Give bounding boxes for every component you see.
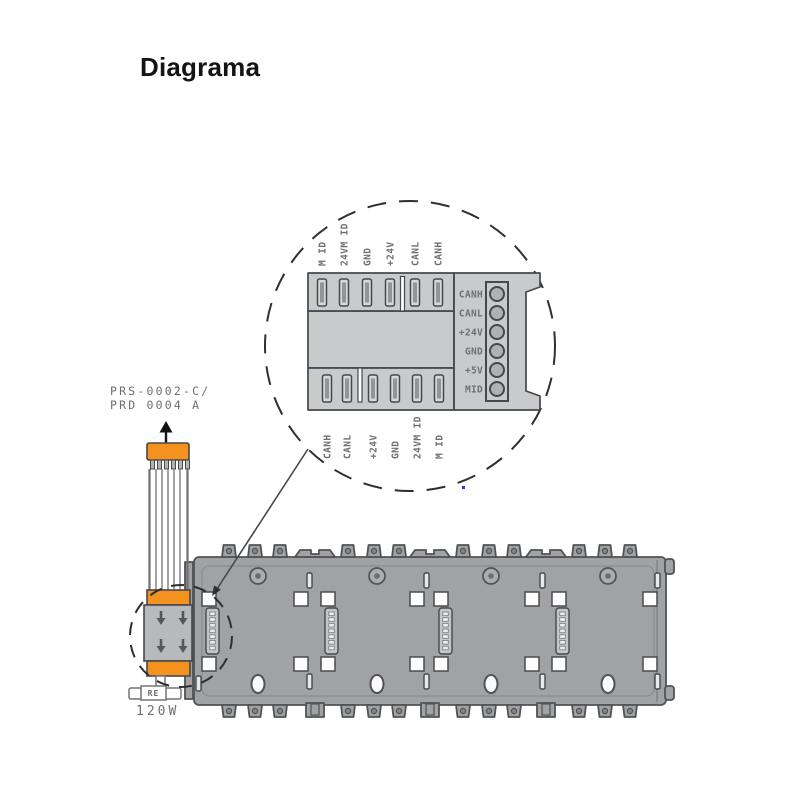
callout-arrowhead-icon [212, 585, 221, 596]
rail-top-teeth [221, 544, 638, 558]
keying-notch-top [399, 275, 406, 312]
cable-top-pins [150, 459, 190, 470]
pin-label: M ID [318, 242, 329, 266]
pin-label: 24VM ID [413, 416, 424, 459]
up-arrow-icon [159, 421, 173, 446]
rail-inner-contour [201, 565, 655, 697]
callout-line [214, 448, 309, 593]
connector-pinout-detail: M ID 24VM ID GND +24V CANL CANH CANH CAN… [307, 223, 541, 459]
termination-resistor: RE 120W [128, 675, 182, 719]
rail-right-lug-bottom [664, 685, 675, 701]
ribbon-cable [148, 469, 189, 590]
keying-notch-bottom [357, 367, 363, 403]
connector-bottom-pin-block [307, 367, 455, 411]
resistor-value: 120W [136, 704, 179, 719]
terminal-labels: CANH CANL +24V GND +5V MID [459, 290, 483, 396]
mounting-rail [184, 544, 675, 718]
top-pin-labels: M ID 24VM ID GND +24V CANL CANH [318, 223, 445, 266]
pin-label: CANL [343, 435, 354, 459]
resistor-label: RE [148, 689, 160, 698]
part-number-line1: PRS-0002-C/ [110, 384, 210, 398]
stray-mark [462, 486, 465, 489]
plug-module-bottom-bar [146, 660, 191, 677]
pin-label: GND [391, 441, 402, 459]
pin-label: +24V [369, 435, 380, 459]
terminal-label: CANH [459, 290, 483, 301]
pin-label: GND [363, 248, 374, 266]
page-title: Diagrama [140, 52, 261, 82]
pin-label: CANH [323, 435, 334, 459]
pin-label: +24V [386, 242, 397, 266]
interface-cable: PRS-0002-C/ PRD 0004 A [110, 384, 210, 719]
terminal-label: GND [465, 347, 483, 358]
terminal-label: CANL [459, 309, 483, 320]
pin-label: CANH [434, 242, 445, 266]
plug-module [143, 589, 193, 677]
pin-label: M ID [435, 435, 446, 459]
module-highlight-circle [129, 584, 233, 688]
terminal-label: +24V [459, 328, 483, 339]
connector-mid-body [307, 310, 455, 369]
rail-bottom-teeth [221, 702, 638, 718]
connector-top-pin-block [307, 272, 455, 312]
detail-zoom-circle [264, 200, 556, 492]
pin-label: 24VM ID [340, 223, 351, 266]
part-number-line2: PRD 0004 A [110, 398, 201, 412]
cable-top-connector [146, 442, 190, 461]
rail-right-lug-top [664, 558, 675, 575]
terminal-label: MID [465, 385, 483, 396]
bottom-pin-labels: CANH CANL +24V GND 24VM ID M ID [323, 416, 446, 459]
terminal-label: +5V [465, 366, 483, 377]
plug-module-body [143, 604, 193, 662]
pin-label: CANL [411, 242, 422, 266]
